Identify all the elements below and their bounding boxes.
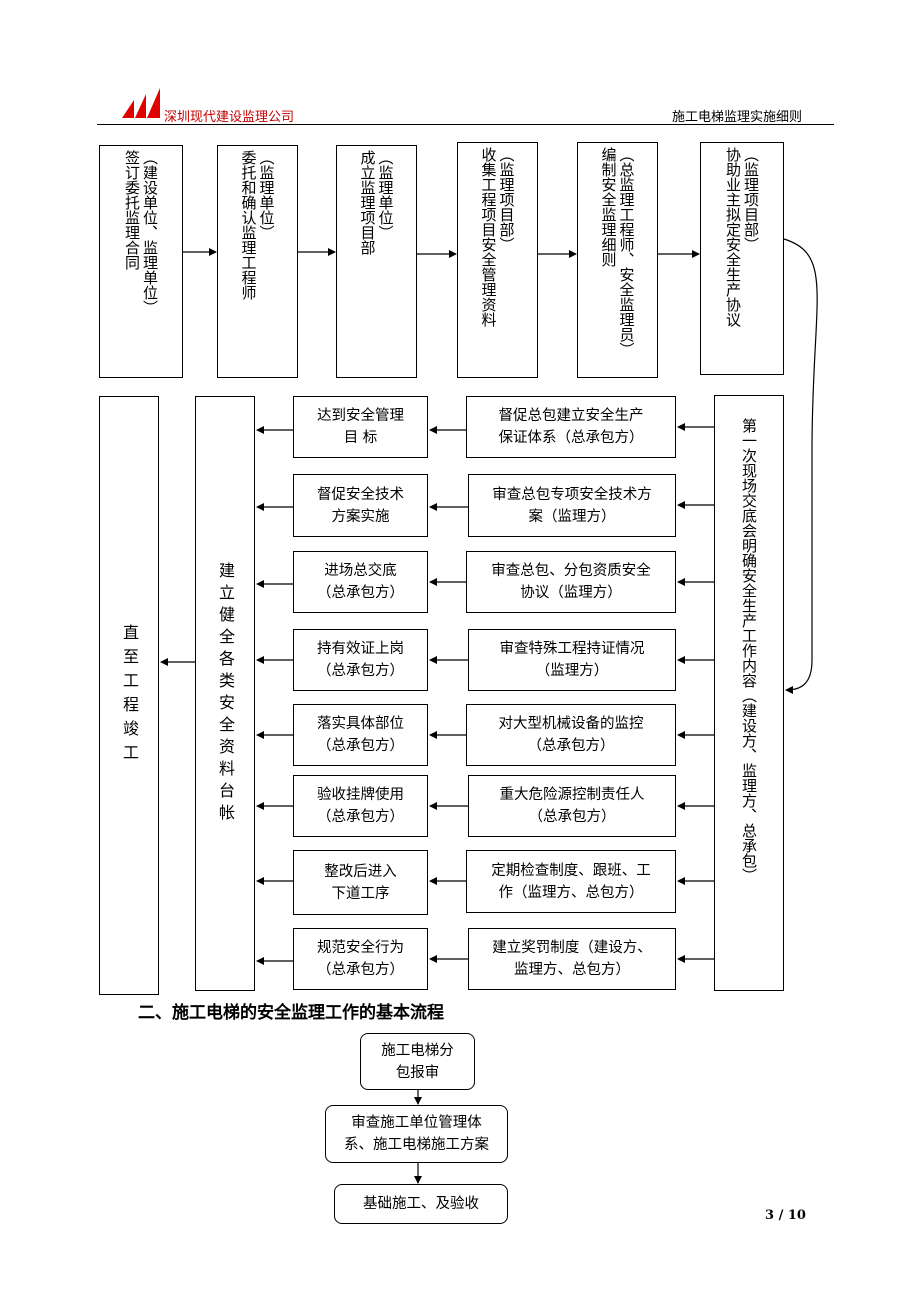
top-box-1-sub: （建设单位、监理单位） [141,150,159,315]
top-box-4-sub: （监理项目部） [497,147,516,252]
flow2-box-3-line1: 基础施工、及验收 [363,1196,479,1212]
left-box-3-line2: （总承包方） [317,585,404,601]
left-box-6: 验收挂牌使用 （总承包方） [293,775,428,837]
top-box-3: 成立监理项目部（监理单位） [336,145,417,378]
left-box-6-line1: 验收挂牌使用 [317,787,404,803]
middle-box-2-line1: 审查总包专项安全技术方 [492,486,652,503]
middle-box-8-line1: 建立奖罚制度（建设方、 [492,940,652,956]
middle-box-2-line2: 案（监理方） [528,508,616,525]
left-box-1-line1: 达到安全管理 [317,408,404,424]
middle-box-4: 审查特殊工程持证情况 （监理方） [468,629,676,691]
top-box-5-title: 编制安全监理细则 [599,147,618,267]
top-box-2-title: 委托和确认监理工程师 [239,150,258,300]
flow2-box-1-line2: 包报审 [395,1064,440,1081]
top-box-3-sub: （监理单位） [376,150,395,240]
left-box-4: 持有效证上岗 （总承包方） [293,629,428,691]
top-box-1: 签订委托监理合同（建设单位、监理单位） [99,145,183,378]
left-box-1-line2: 目 标 [343,430,378,446]
flow2-box-1: 施工电梯分包报审 [360,1033,475,1090]
flow2-box-2-line2: 系、施工电梯施工方案 [344,1137,489,1153]
header-rule [97,124,834,125]
final-text: 直至工程竣工 [120,623,139,768]
flow2-box-3: 基础施工、及验收 [334,1184,508,1224]
final-box: 直至工程竣工 [99,396,159,995]
middle-box-1: 督促总包建立安全生产保证体系（总承包方） [466,396,676,458]
left-box-2-line1: 督促安全技术 [317,486,404,503]
top-box-5-sub: （总监理工程师、安全监理员） [617,147,636,357]
middle-box-4-line2: （监理方） [535,663,609,679]
document-title: 施工电梯监理实施细则 [672,110,803,125]
middle-box-1-line2: 保证体系（总承包方） [498,430,644,446]
section-title: 二、施工电梯的安全监理工作的基本流程 [138,1003,444,1023]
middle-box-3: 审查总包、分包资质安全协议（监理方） [466,551,676,613]
arrow-curve [783,238,818,694]
top-box-4: 收集工程项目安全管理资料（监理项目部） [457,142,538,378]
left-box-3: 进场总交底 （总承包方） [293,551,428,613]
top-box-2: 委托和确认监理工程师（监理单位） [217,145,298,378]
left-box-7-line2: 下道工序 [331,885,390,902]
company-logo [122,88,160,118]
left-box-8-line1: 规范安全行为 [317,940,404,956]
top-box-5: 编制安全监理细则（总监理工程师、安全监理员） [577,142,658,378]
left-box-8: 规范安全行为 （总承包方） [293,928,428,990]
top-box-6-title: 协助业主拟定安全生产协议 [724,147,742,327]
middle-box-7: 定期检查制度、跟班、工作（监理方、总包方） [466,850,676,913]
flow2-box-2-line1: 审查施工单位管理体 [351,1115,482,1131]
left-box-7: 整改后进入下道工序 [293,850,428,915]
middle-box-4-line1: 审查特殊工程持证情况 [499,641,645,657]
middle-box-6-line1: 重大危险源控制责任人 [499,787,645,803]
top-box-4-title: 收集工程项目安全管理资料 [479,147,498,327]
left-box-8-line2: （总承包方） [317,962,404,978]
middle-box-7-line2: 作（监理方、总包方） [498,884,644,901]
top-box-3-title: 成立监理项目部 [358,150,377,255]
middle-box-5: 对大型机械设备的监控 （总承包方） [466,704,676,766]
flow2-box-2: 审查施工单位管理体系、施工电梯施工方案 [325,1105,508,1163]
middle-box-8-line2: 监理方、总包方） [514,962,630,978]
middle-box-5-line2: （总承包方） [527,738,615,754]
right-column-text: 第一次现场交底会明确安全生产工作内容（建设方、监理方、总承包） [740,418,758,883]
left-box-5: 落实具体部位 （总承包方） [293,704,428,766]
top-box-2-sub: （监理单位） [257,150,276,240]
left-box-7-line1: 整改后进入 [324,863,397,880]
left-box-2: 督促安全技术方案实施 [293,474,428,537]
flow2-box-1-line1: 施工电梯分 [381,1042,454,1059]
middle-box-3-line2: 协议（监理方） [520,585,622,601]
left-box-3-line1: 进场总交底 [324,563,397,579]
left-box-4-line2: （总承包方） [317,663,404,679]
ledger-text: 建立健全各类安全资料台帐 [216,561,235,826]
left-box-2-line2: 方案实施 [331,508,390,525]
middle-box-2: 审查总包专项安全技术方案（监理方） [468,474,676,537]
top-box-6-sub: （监理项目部） [742,147,760,252]
top-box-6: 协助业主拟定安全生产协议（监理项目部） [700,142,784,375]
middle-box-3-line1: 审查总包、分包资质安全 [491,563,651,579]
top-box-1-title: 签订委托监理合同 [123,150,141,270]
left-box-4-line1: 持有效证上岗 [317,641,404,657]
left-box-5-line1: 落实具体部位 [317,716,404,732]
middle-box-7-line1: 定期检查制度、跟班、工 [491,862,651,879]
middle-box-5-line1: 对大型机械设备的监控 [498,716,644,732]
middle-box-8: 建立奖罚制度（建设方、监理方、总包方） [468,928,676,990]
company-name: 深圳现代建设监理公司 [164,110,295,125]
left-box-1: 达到安全管理目 标 [293,396,428,458]
middle-box-6: 重大危险源控制责任人 （总承包方） [468,775,676,837]
right-column-box: 第一次现场交底会明确安全生产工作内容（建设方、监理方、总承包） [714,395,784,991]
middle-box-6-line2: （总承包方） [528,809,616,825]
middle-box-1-line1: 督促总包建立安全生产 [498,408,644,424]
page-number: 3 / 10 [765,1208,806,1223]
left-box-5-line2: （总承包方） [317,738,404,754]
left-box-6-line2: （总承包方） [317,809,404,825]
ledger-box: 建立健全各类安全资料台帐 [195,396,255,991]
